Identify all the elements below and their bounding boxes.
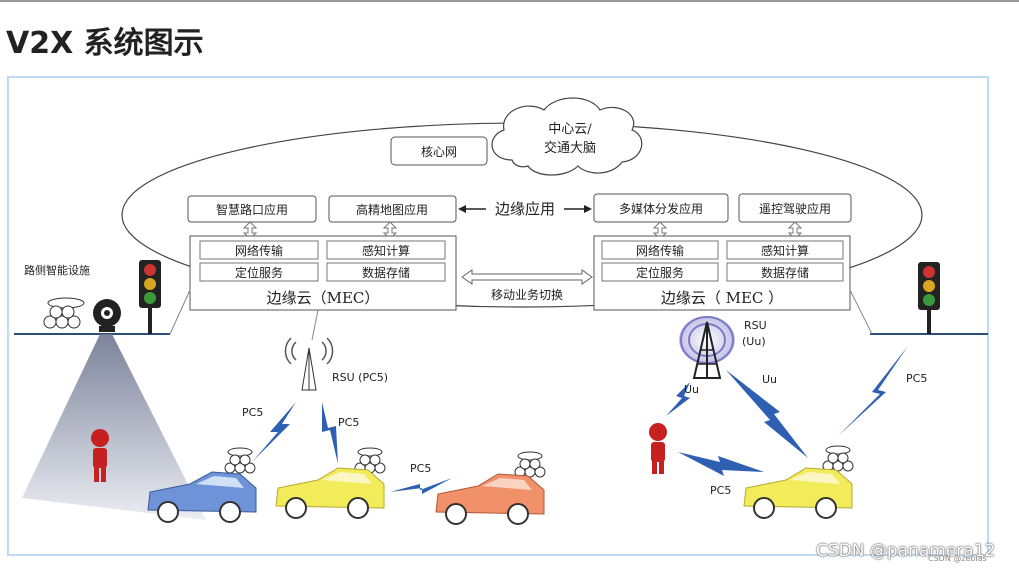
mec-cell: 网络传输 (235, 243, 283, 258)
uu-label: Uu (762, 373, 777, 386)
pc5-label: PC5 (242, 406, 263, 419)
traffic-light-right-icon (918, 262, 940, 334)
bolt-pc5-c (390, 478, 452, 494)
mec-left-link (169, 289, 191, 335)
car-yellow-right-icon (743, 467, 853, 519)
camera-icon (93, 299, 121, 332)
mec-cell: 感知计算 (362, 243, 410, 258)
mec-right-link (849, 289, 873, 335)
bolt-pc5-a (252, 402, 296, 462)
core-network-label: 核心网 (421, 145, 457, 159)
mec-left-label: 边缘云（MEC） (267, 289, 380, 307)
roadside-label: 路侧智能设施 (24, 263, 90, 277)
rsu-right-icon (679, 316, 735, 379)
mec-left: 网络传输 感知计算 定位服务 数据存储 边缘云（MEC） (189, 235, 457, 311)
pc5-label: PC5 (710, 484, 731, 497)
pc5-label: PC5 (906, 372, 927, 385)
app-label: 多媒体分发应用 (619, 201, 703, 216)
mec-cell: 定位服务 (235, 265, 283, 280)
app-box-remote-driving: 遥控驾驶应用 (738, 193, 852, 223)
handover-label: 移动业务切换 (491, 287, 563, 302)
mec-right-label: 边缘云（ MEC ） (661, 289, 783, 307)
mec-cell: 定位服务 (636, 265, 684, 280)
rsu-right-label-2: (Uu) (742, 335, 766, 348)
app-mec-arrows (242, 221, 803, 240)
rsu-left-link (311, 309, 319, 341)
car-yellow-left-icon (275, 467, 385, 519)
rsu-left-icon (284, 337, 334, 391)
app-box-hd-map: 高精地图应用 (328, 195, 457, 223)
top-divider (0, 0, 1019, 2)
roadside-sensor-icon (43, 297, 85, 329)
center-cloud: 中心云/ 交通大脑 (491, 97, 643, 176)
watermark: CSDN @panamera12 (816, 541, 996, 561)
mec-right: 网络传输 感知计算 定位服务 数据存储 边缘云（ MEC ） (593, 235, 851, 311)
traffic-light-left-icon (139, 260, 161, 334)
pedestrian-left-icon (91, 429, 109, 482)
car-sensor-icon (224, 447, 256, 474)
rsu-left-label: RSU (PC5) (332, 371, 388, 384)
app-box-media-distribution: 多媒体分发应用 (593, 193, 729, 223)
mec-cell: 网络传输 (636, 243, 684, 258)
edge-apps-connector: 边缘应用 (458, 200, 592, 218)
app-label: 高精地图应用 (356, 202, 428, 217)
bolt-pc5-d (678, 452, 764, 476)
car-blue-icon (147, 471, 257, 523)
mec-cell: 感知计算 (761, 243, 809, 258)
cloud-center-text: 中心云/ (548, 122, 592, 137)
mec-cell: 数据存储 (761, 265, 809, 280)
edge-apps-label: 边缘应用 (495, 200, 555, 218)
app-label: 智慧路口应用 (216, 202, 288, 217)
car-orange-icon (435, 473, 545, 525)
cloud-center-text-2: 交通大脑 (544, 140, 596, 156)
uu-label: Uu (684, 383, 699, 396)
core-network-box: 核心网 (390, 136, 488, 166)
watermark-small: CSDN @zebias (928, 554, 987, 563)
wireless-links (252, 346, 908, 494)
camera-beam (22, 334, 206, 520)
mec-cell: 数据存储 (362, 265, 410, 280)
page-title: V2X 系统图示 (6, 26, 204, 61)
pedestrian-right-icon (649, 423, 667, 474)
car-sensor-icon (514, 451, 546, 478)
pc5-label: PC5 (410, 462, 431, 475)
rsu-right-label: RSU (744, 319, 767, 332)
app-box-smart-intersection: 智慧路口应用 (187, 195, 317, 223)
car-sensor-icon (822, 445, 854, 472)
handover-arrow: 移动业务切换 (461, 269, 593, 302)
bolt-pc5-e (838, 346, 908, 436)
bolt-uu-a (666, 382, 690, 416)
pc5-label: PC5 (338, 416, 359, 429)
bolt-pc5-b (322, 402, 338, 464)
app-label: 遥控驾驶应用 (759, 201, 831, 216)
bolt-uu-b (726, 370, 808, 458)
